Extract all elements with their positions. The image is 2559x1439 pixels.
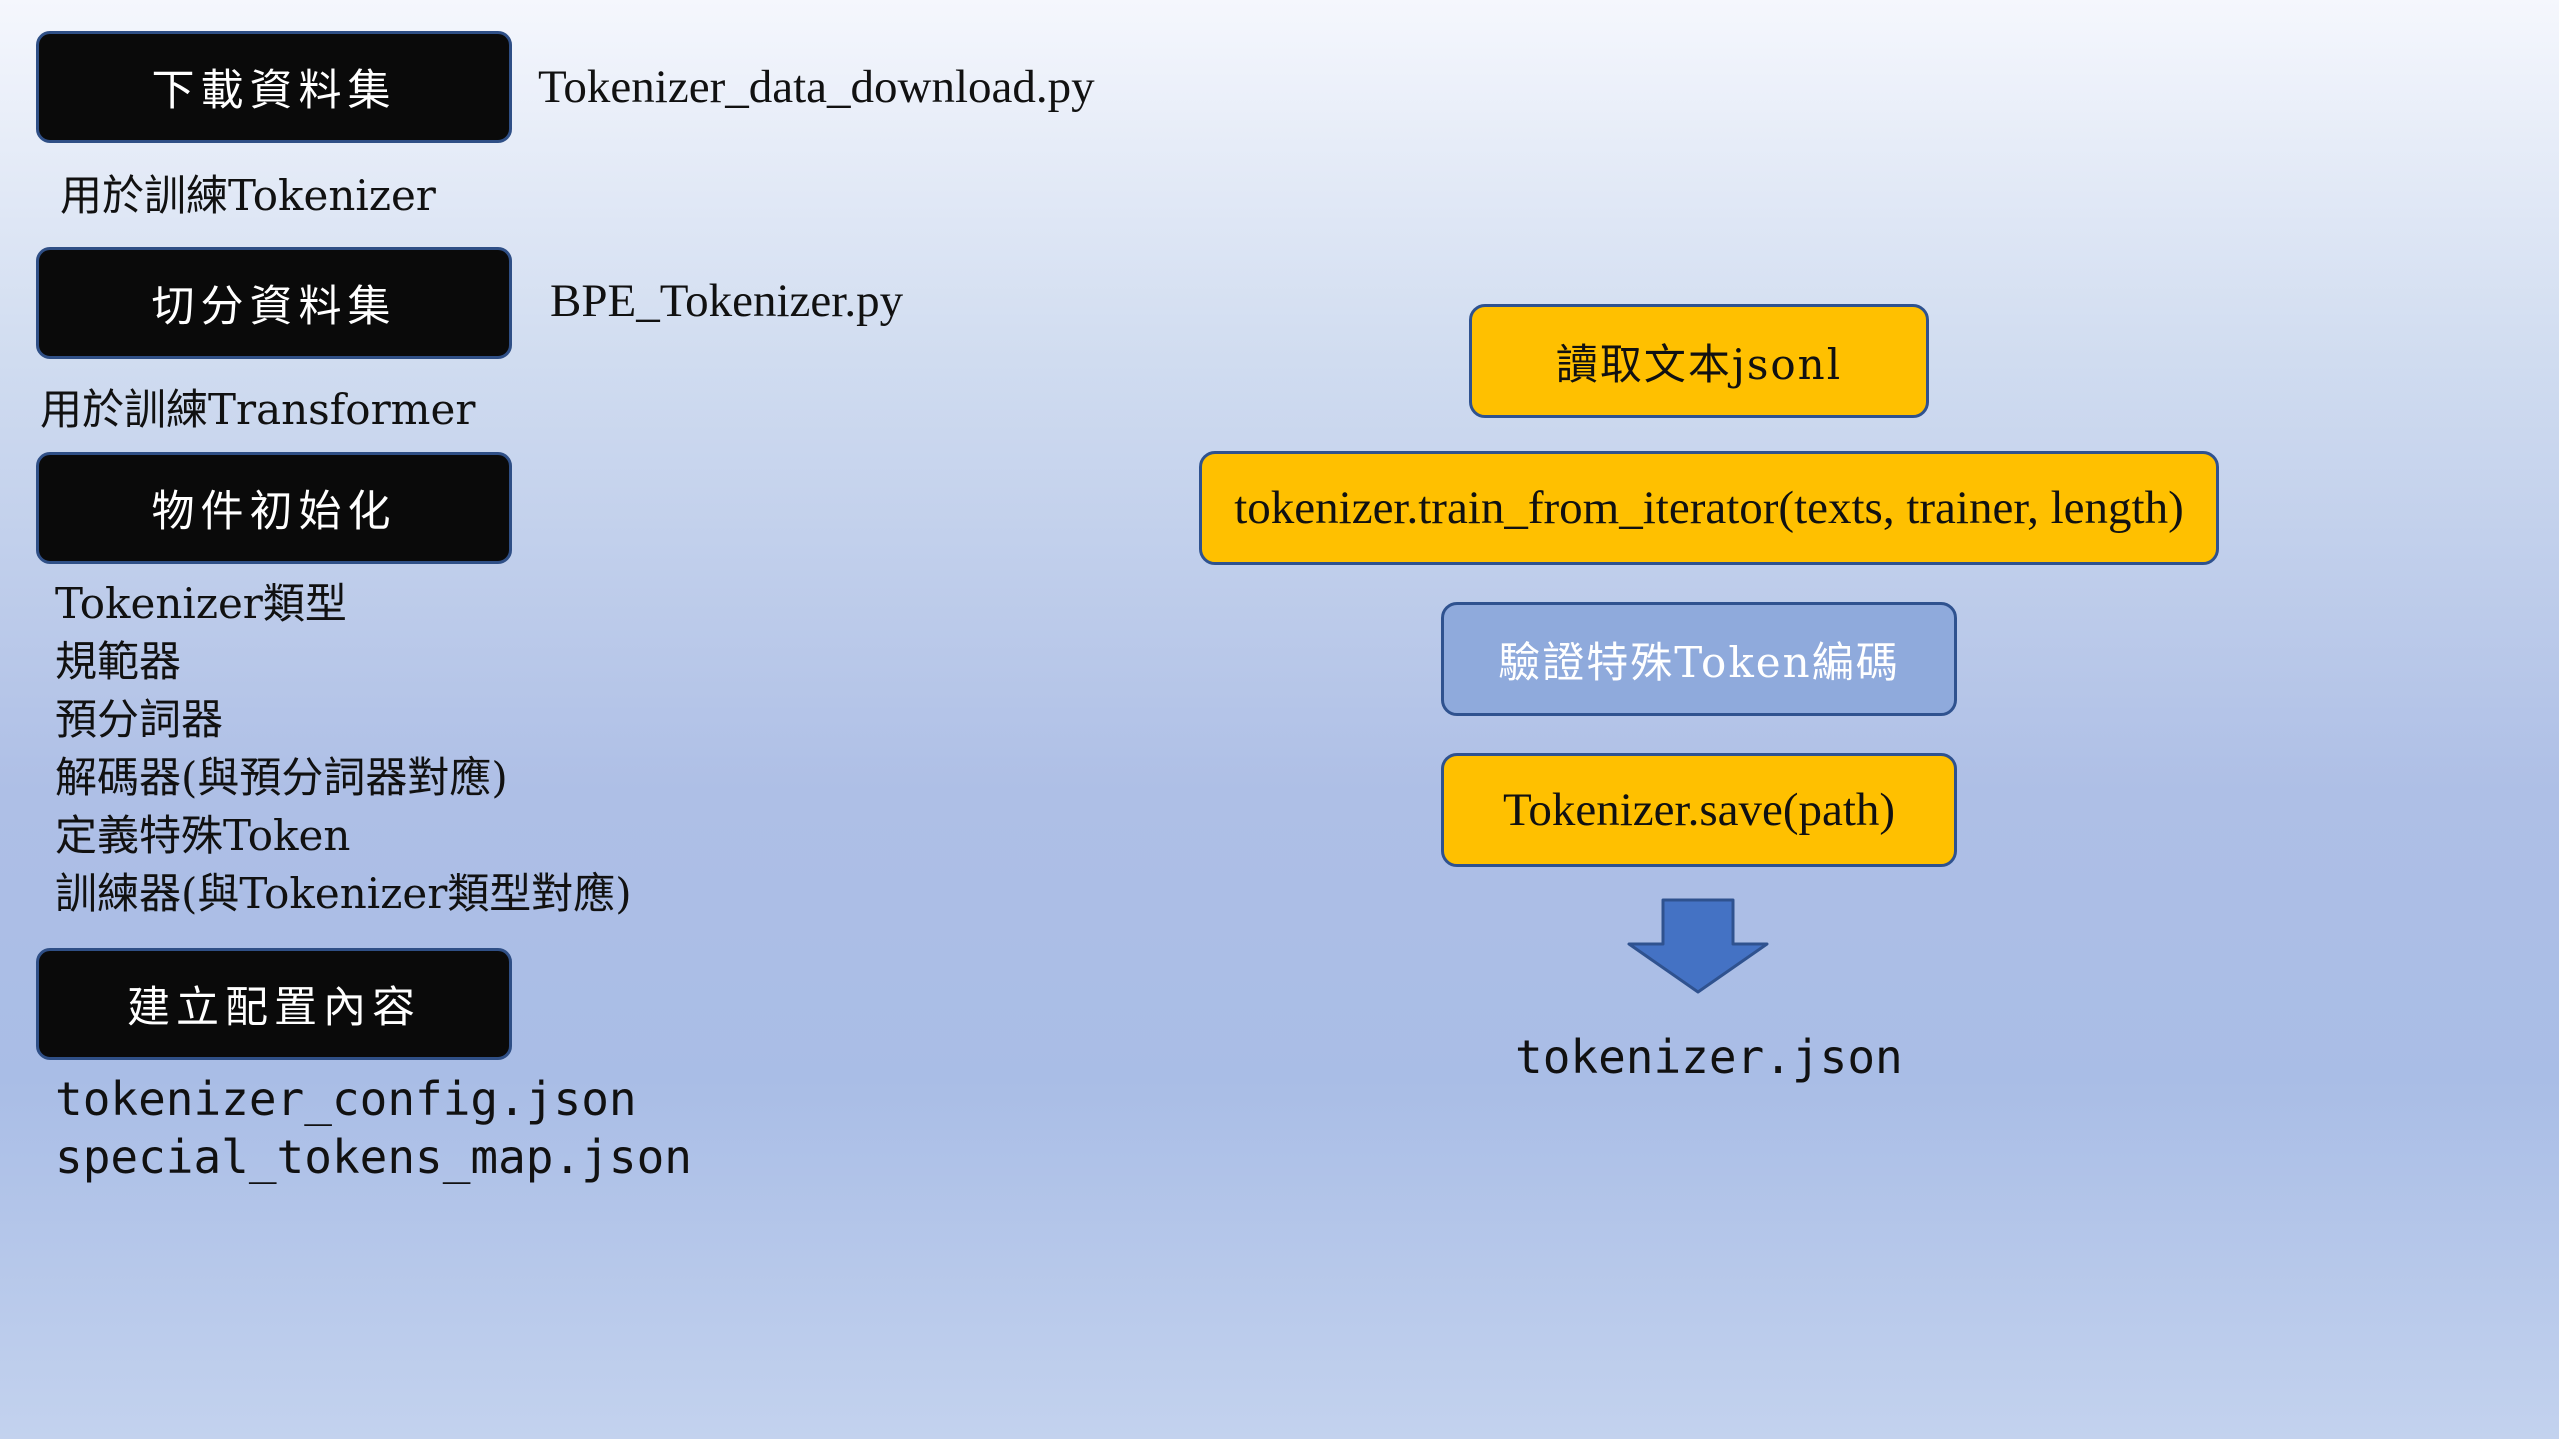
split-note: 用於訓練Transformer: [40, 385, 476, 434]
bpe-script-filename: BPE_Tokenizer.py: [550, 275, 904, 327]
flow-output-file: tokenizer.json: [1515, 1030, 1903, 1084]
down-arrow-icon: [1627, 898, 1769, 994]
flow-read-jsonl: 讀取文本jsonl: [1469, 304, 1929, 418]
step-build-config: 建立配置內容: [36, 948, 512, 1060]
flow-save-tokenizer: Tokenizer.save(path): [1441, 753, 1957, 867]
step-split-dataset: 切分資料集: [36, 247, 512, 359]
list-item: 定義特殊Token: [55, 811, 351, 860]
list-item: 訓練器(與Tokenizer類型對應): [55, 869, 632, 918]
list-item: 預分詞器: [55, 695, 224, 744]
download-note: 用於訓練Tokenizer: [60, 171, 436, 220]
download-script-filename: Tokenizer_data_download.py: [538, 61, 1095, 113]
init-items-list: Tokenizer類型 規範器 預分詞器 解碼器(與預分詞器對應) 定義特殊To…: [55, 575, 632, 923]
list-item: 規範器: [55, 637, 182, 686]
step-object-init: 物件初始化: [36, 452, 512, 564]
list-item: 解碼器(與預分詞器對應): [55, 753, 508, 802]
flow-train-from-iterator: tokenizer.train_from_iterator(texts, tra…: [1199, 451, 2219, 565]
step-download-dataset: 下載資料集: [36, 31, 512, 143]
config-output-file: tokenizer_config.json: [55, 1072, 637, 1126]
list-item: Tokenizer類型: [55, 579, 347, 628]
flow-verify-special-tokens: 驗證特殊Token編碼: [1441, 602, 1957, 716]
special-tokens-output-file: special_tokens_map.json: [55, 1130, 692, 1184]
